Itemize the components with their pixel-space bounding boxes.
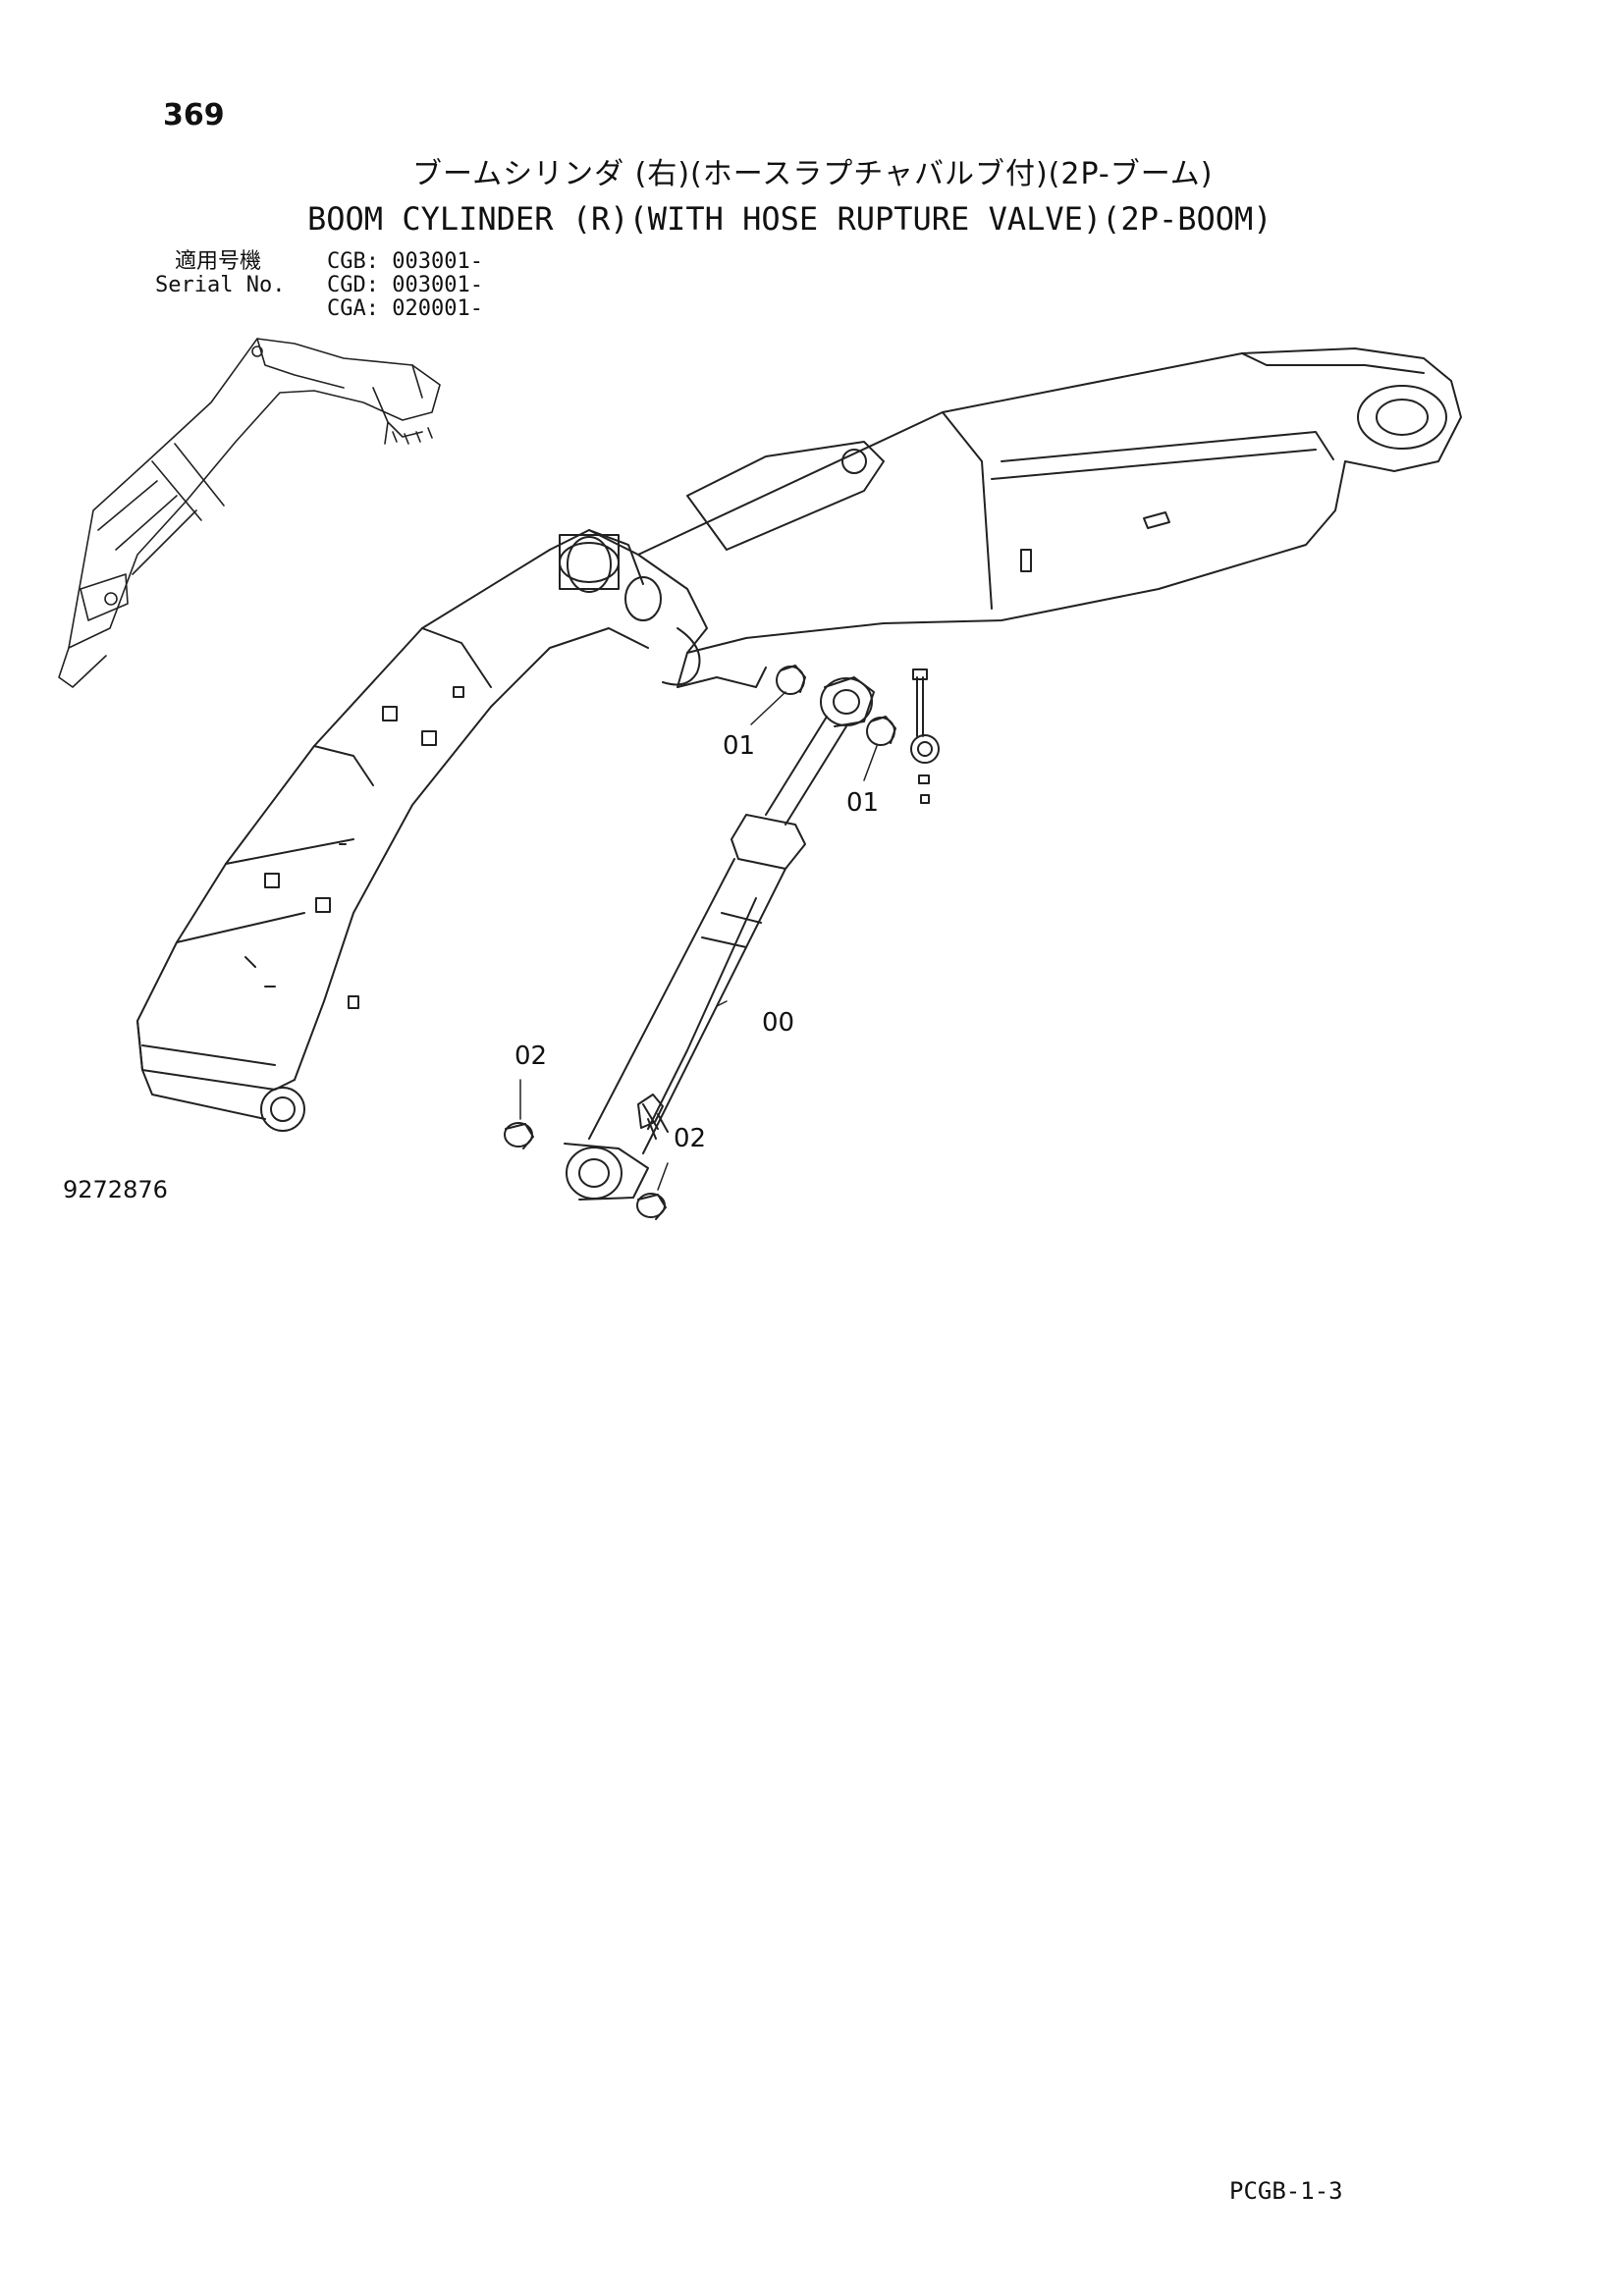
boom-structure — [136, 347, 1462, 1132]
loose-parts — [504, 665, 940, 1220]
callout-02-a: 02 — [514, 1041, 547, 1071]
machine-overview-sketch — [58, 338, 441, 688]
callout-00: 00 — [762, 1008, 794, 1038]
page-code: PCGB-1-3 — [1229, 2177, 1343, 2205]
serial-entry-cga: CGA: 020001- — [327, 296, 483, 321]
page-number: 369 — [163, 98, 225, 133]
callout-01-a: 01 — [723, 731, 755, 761]
serial-entry-cgb: CGB: 003001- — [327, 249, 483, 274]
title-japanese: ブームシリンダ (右)(ホースラプチャバルブ付)(2P-ブーム) — [412, 157, 1214, 191]
drawing-number: 9272876 — [63, 1176, 168, 1203]
callout-02-b: 02 — [674, 1124, 706, 1153]
title-english: BOOM CYLINDER (R)(WITH HOSE RUPTURE VALV… — [307, 200, 1272, 238]
serial-entry-cgd: CGD: 003001- — [327, 273, 483, 297]
serial-label-japanese: 適用号機 — [175, 249, 262, 274]
serial-label-english: Serial No. — [155, 273, 286, 297]
boom-cylinder — [564, 676, 875, 1201]
leader-lines — [519, 691, 878, 1191]
callout-01-b: 01 — [846, 788, 879, 818]
